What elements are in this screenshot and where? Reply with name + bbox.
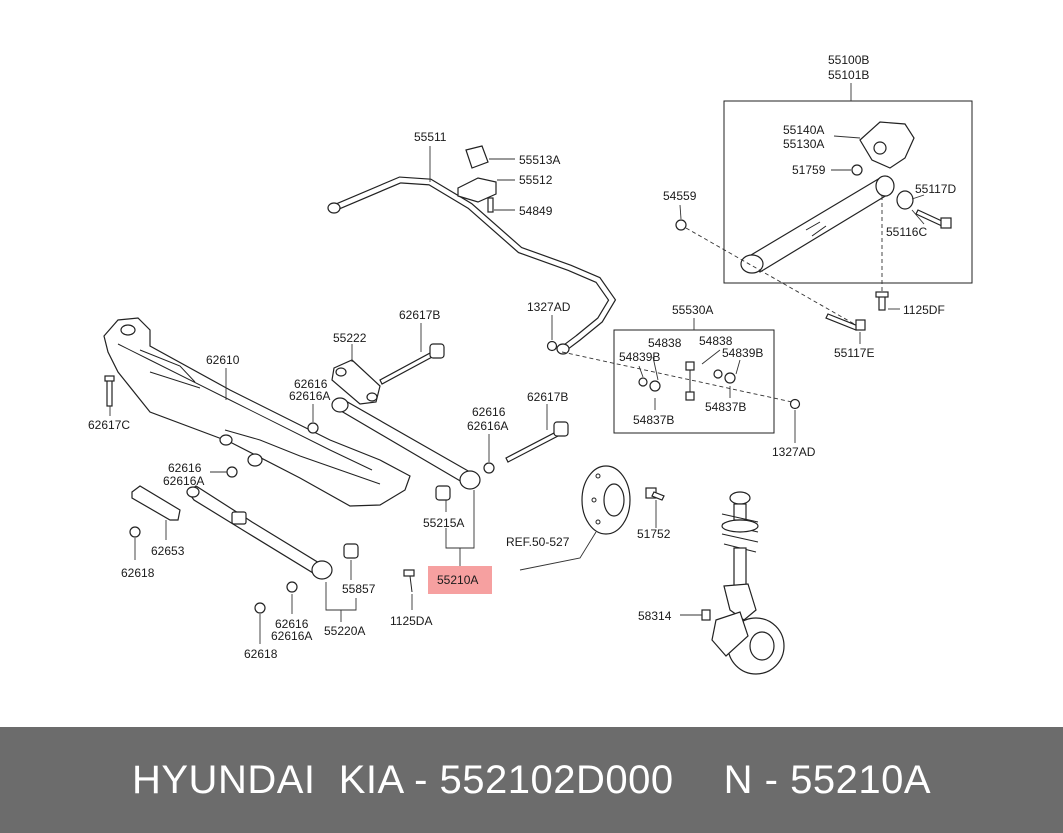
nut-54559 (675, 219, 687, 231)
label-62617B-a: 62617B (399, 308, 440, 322)
label-62616A-c: 62616A (163, 474, 204, 488)
label-55100B: 55100B (828, 53, 869, 67)
label-62616A-a: 62616A (289, 389, 330, 403)
lateral-arm-55210A (331, 397, 481, 512)
label-1125DF: 1125DF (903, 303, 945, 317)
label-55210A: 55210A (437, 573, 478, 587)
label-55101B: 55101B (828, 68, 869, 82)
label-55857: 55857 (342, 582, 376, 596)
label-1327AD-right: 1327AD (772, 445, 816, 459)
label-55140A: 55140A (783, 123, 824, 137)
label-62616A-d: 62616A (271, 629, 312, 643)
bolt-62617C (104, 375, 115, 416)
bolt-55117E (825, 313, 866, 344)
label-62617B-b: 62617B (527, 390, 568, 404)
label-58314: 58314 (638, 609, 672, 623)
label-55117D: 55117D (915, 182, 956, 196)
label-55512: 55512 (519, 173, 553, 187)
bolt-1125DF (875, 291, 900, 311)
label-62653: 62653 (151, 544, 185, 558)
labels: 55100B 55101B 55140A 55130A 51759 55117D… (88, 53, 956, 661)
label-55513A: 55513A (519, 153, 560, 167)
label-54838-a: 54838 (648, 336, 682, 350)
label-54849: 54849 (519, 204, 553, 218)
label-54837B-a: 54837B (633, 413, 674, 427)
label-55117E: 55117E (834, 346, 874, 360)
hub-ref (519, 465, 631, 571)
label-54838-b: 54838 (699, 334, 733, 348)
bolt-1125DA (403, 569, 415, 610)
label-54837B-b: 54837B (705, 400, 746, 414)
stabilizer-bar (327, 145, 617, 355)
label-55222: 55222 (333, 331, 367, 345)
footer-brand-part: HYUNDAI KIA - 552102D000 (131, 757, 674, 802)
strut-assembly (680, 491, 785, 675)
bolt-51752 (645, 487, 665, 528)
label-1125DA: 1125DA (390, 614, 432, 628)
lower-arm-55220A (186, 485, 359, 622)
bolt-62617B-lower (505, 404, 569, 463)
trailing-arm-assembly (723, 83, 973, 284)
label-55220A: 55220A (324, 624, 365, 638)
label-55215A: 55215A (423, 516, 464, 530)
label-51759: 51759 (792, 163, 826, 177)
crossmember (103, 317, 411, 507)
highlight-box (428, 566, 492, 594)
label-54839B-b: 54839B (722, 346, 763, 360)
label-62616-c: 62616 (168, 461, 202, 475)
label-62618-b: 62618 (244, 647, 278, 661)
label-1327AD-top: 1327AD (527, 300, 571, 314)
bolt-62617B-upper (379, 323, 445, 385)
arm-55222 (331, 344, 381, 405)
label-54839B-a: 54839B (619, 350, 660, 364)
label-54559: 54559 (663, 189, 697, 203)
label-62616-b: 62616 (472, 405, 506, 419)
parts-diagram: 55100B 55101B 55140A 55130A 51759 55117D… (88, 53, 973, 675)
footer-banner: HYUNDAI KIA - 552102D000 N - 55210A (0, 727, 1063, 833)
label-55511: 55511 (414, 130, 447, 144)
label-55530A: 55530A (672, 303, 713, 317)
label-62616A-b: 62616A (467, 419, 508, 433)
stabilizer-link-group (561, 318, 793, 434)
label-62617C: 62617C (88, 418, 130, 432)
plate-62653 (131, 485, 181, 540)
label-51752: 51752 (637, 527, 671, 541)
label-62618-a: 62618 (121, 566, 155, 580)
label-55130A: 55130A (783, 137, 824, 151)
label-62616-a: 62616 (294, 377, 328, 391)
label-55116C: 55116C (886, 225, 927, 239)
label-ref-50-527: REF.50-527 (506, 535, 570, 549)
label-62610: 62610 (206, 353, 240, 367)
footer-part-number: N - 55210A (723, 757, 931, 802)
label-62616-d: 62616 (275, 617, 309, 631)
